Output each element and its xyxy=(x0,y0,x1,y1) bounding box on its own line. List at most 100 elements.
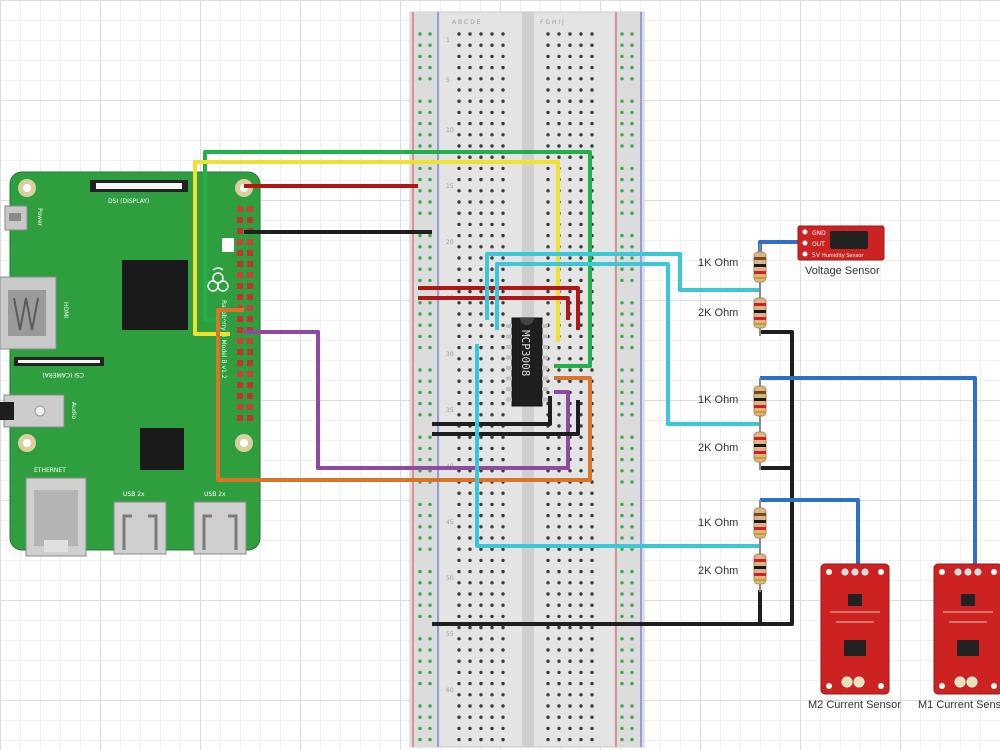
breadboard-hole xyxy=(428,379,432,383)
breadboard-hole xyxy=(479,245,483,249)
breadboard-hole xyxy=(546,648,550,652)
breadboard-hole xyxy=(501,312,505,316)
breadboard-hole xyxy=(568,256,572,260)
breadboard-hole xyxy=(418,726,422,731)
breadboard-hole xyxy=(546,681,550,686)
breadboard-hole xyxy=(579,469,583,473)
breadboard-hole xyxy=(568,289,572,294)
breadboard-hole xyxy=(418,457,422,462)
breadboard-hole xyxy=(418,177,422,182)
breadboard-hole xyxy=(457,312,461,316)
breadboard-hole xyxy=(579,502,583,507)
breadboard-hole xyxy=(546,144,550,148)
breadboard-hole xyxy=(557,659,561,663)
breadboard-hole xyxy=(557,513,561,518)
breadboard-hole xyxy=(579,625,583,630)
breadboard-hole xyxy=(490,581,494,585)
breadboard-hole xyxy=(630,536,634,540)
breadboard-hole xyxy=(428,312,432,316)
ethernet-label: ETHERNET xyxy=(34,467,66,474)
usb-label-1: USB 2x xyxy=(123,491,145,498)
breadboard-hole xyxy=(557,65,561,70)
gpio-pin xyxy=(237,261,243,267)
breadboard-hole xyxy=(579,32,583,36)
breadboard-hole xyxy=(457,77,461,81)
breadboard-hole xyxy=(501,693,505,697)
breadboard-hole xyxy=(418,614,422,619)
row-number: 10 xyxy=(446,127,454,134)
breadboard-hole xyxy=(418,77,422,81)
pin-label-5v: 5V xyxy=(812,252,821,259)
breadboard-hole xyxy=(568,200,572,204)
breadboard-hole xyxy=(630,614,634,619)
breadboard-hole xyxy=(479,278,483,283)
gpio-pin xyxy=(237,239,243,245)
breadboard-hole xyxy=(490,121,494,126)
breadboard-hole xyxy=(557,592,561,596)
breadboard-hole xyxy=(557,637,561,641)
breadboard-hole xyxy=(468,413,472,417)
breadboard-hole xyxy=(490,637,494,641)
breadboard-hole xyxy=(546,603,550,607)
chip-label: MCP3008 xyxy=(519,330,532,376)
breadboard-hole xyxy=(428,65,432,70)
wire-black-sensor-gnd xyxy=(432,330,794,626)
breadboard-hole xyxy=(501,525,505,529)
breadboard-hole xyxy=(546,502,550,507)
row-number: 35 xyxy=(446,407,454,414)
breadboard-hole xyxy=(579,693,583,697)
chip-pin xyxy=(506,366,512,370)
breadboard-hole xyxy=(501,536,505,540)
breadboard-hole xyxy=(428,704,432,708)
breadboard-hole xyxy=(579,603,583,607)
chip-pin xyxy=(542,376,548,381)
resistor-3: 1K Ohm xyxy=(698,378,767,424)
breadboard-hole xyxy=(468,637,472,641)
breadboard-hole xyxy=(630,77,634,81)
breadboard-hole xyxy=(568,155,572,159)
breadboard-hole xyxy=(568,637,572,641)
breadboard-hole xyxy=(568,648,572,652)
breadboard-hole xyxy=(457,457,461,462)
breadboard-hole xyxy=(418,32,422,36)
breadboard-hole xyxy=(490,614,494,619)
gpio-pin xyxy=(247,261,253,267)
breadboard-hole xyxy=(557,693,561,697)
breadboard-hole xyxy=(557,715,561,719)
breadboard-hole xyxy=(428,536,432,540)
breadboard-hole xyxy=(428,715,432,719)
breadboard-hole xyxy=(579,491,583,495)
gpio-pin xyxy=(237,393,243,399)
breadboard-hole xyxy=(546,704,550,708)
breadboard-hole xyxy=(546,693,550,697)
breadboard-hole xyxy=(428,637,432,641)
breadboard-hole xyxy=(468,614,472,619)
breadboard-hole xyxy=(418,513,422,518)
breadboard-hole xyxy=(457,625,461,630)
breadboard-hole xyxy=(479,189,483,193)
breadboard-hole xyxy=(428,200,432,204)
breadboard-hole xyxy=(490,681,494,686)
breadboard-hole xyxy=(490,547,494,551)
breadboard-hole xyxy=(479,379,483,383)
breadboard-hole xyxy=(457,121,461,126)
breadboard-hole xyxy=(428,32,432,36)
breadboard-hole xyxy=(579,581,583,585)
breadboard-hole xyxy=(557,581,561,585)
breadboard-hole xyxy=(620,312,624,316)
breadboard-hole xyxy=(418,368,422,372)
breadboard-hole xyxy=(479,345,483,350)
breadboard-hole xyxy=(457,435,461,439)
board-model-label: Raspberry Pi Model B v1.2 xyxy=(220,300,227,379)
breadboard-hole xyxy=(457,233,461,238)
breadboard-hole xyxy=(579,536,583,540)
chip-pin xyxy=(506,376,512,381)
breadboard-hole xyxy=(620,267,624,271)
breadboard-hole xyxy=(579,189,583,193)
breadboard-hole xyxy=(546,301,550,305)
breadboard-hole xyxy=(620,133,624,137)
breadboard-hole xyxy=(620,480,624,484)
breadboard-hole xyxy=(501,289,505,294)
gpio-pin xyxy=(237,283,243,289)
